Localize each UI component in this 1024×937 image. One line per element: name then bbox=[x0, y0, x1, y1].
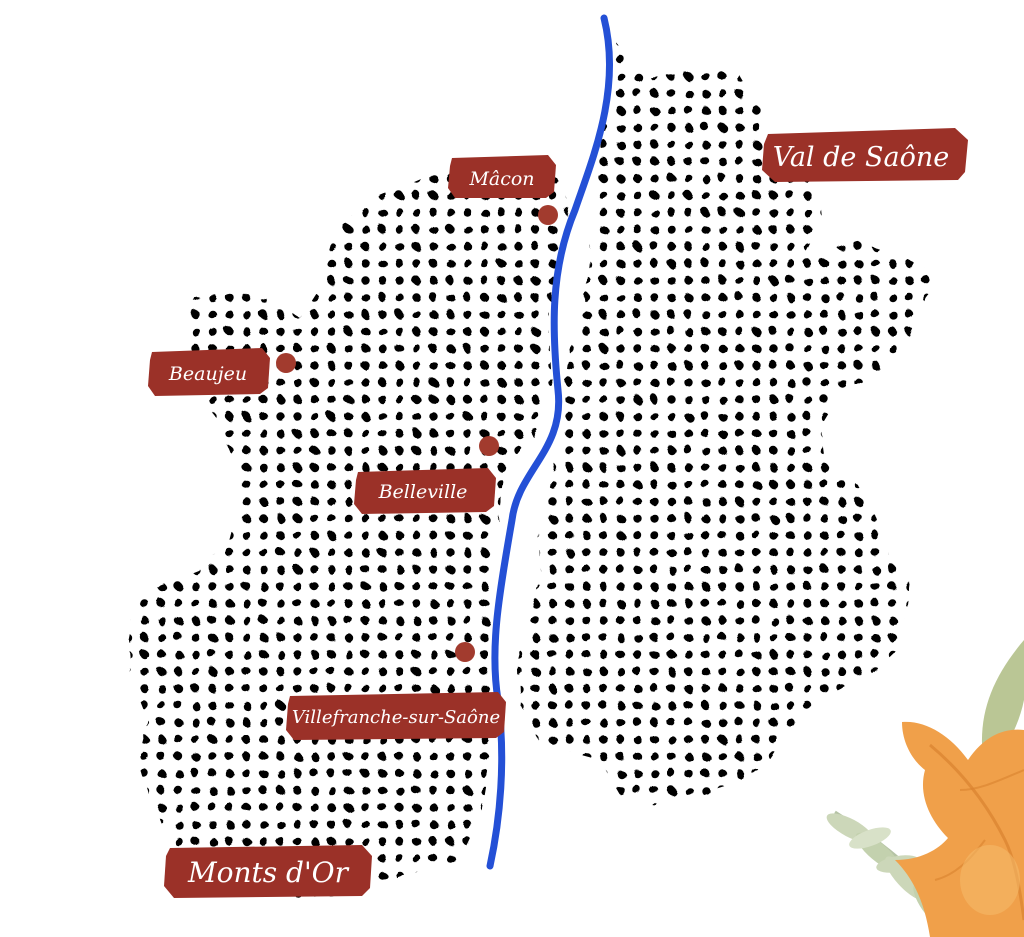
maple-leaf-icon bbox=[895, 721, 1024, 937]
label-text: Beaujeu bbox=[168, 363, 247, 385]
leaves-decoration bbox=[826, 640, 1024, 937]
label-belleville: Belleville bbox=[354, 468, 496, 514]
label-text: Mâcon bbox=[468, 168, 534, 190]
label-text: Monts d'Or bbox=[187, 856, 350, 889]
macon-marker[interactable] bbox=[538, 205, 558, 225]
belleville-marker[interactable] bbox=[479, 436, 499, 456]
villefranche-marker[interactable] bbox=[455, 642, 475, 662]
label-beaujeu: Beaujeu bbox=[148, 348, 270, 396]
east-area-dots bbox=[518, 38, 940, 805]
label-macon: Mâcon bbox=[448, 155, 556, 198]
label-villefranche: Villefranche-sur-Saône bbox=[286, 692, 506, 740]
beaujeu-marker[interactable] bbox=[276, 353, 296, 373]
label-text: Belleville bbox=[378, 481, 468, 503]
label-val-de-saone: Val de Saône bbox=[762, 128, 968, 182]
label-text: Val de Saône bbox=[773, 142, 949, 173]
label-monts-dor: Monts d'Or bbox=[164, 845, 372, 898]
label-text: Villefranche-sur-Saône bbox=[292, 707, 500, 728]
